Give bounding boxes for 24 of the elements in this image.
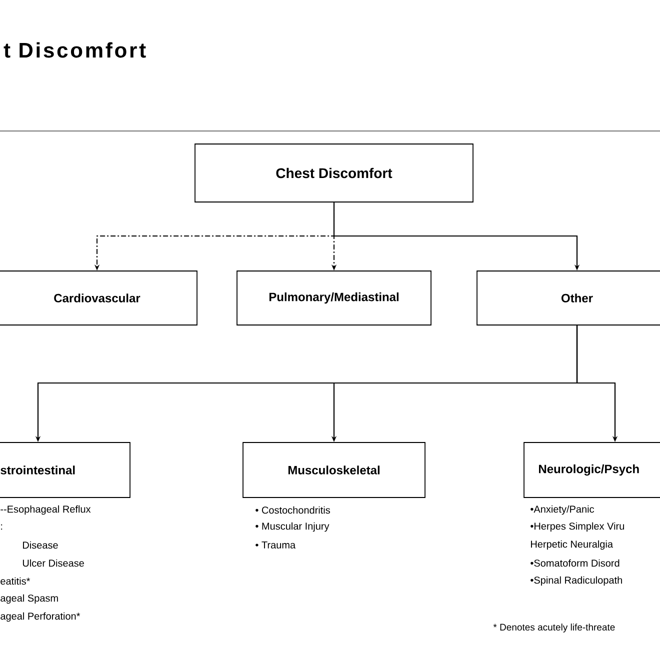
- category-box: Neurologic/Psych: [524, 442, 660, 498]
- list-item: --Esophageal Reflux: [0, 505, 91, 515]
- list-item: Herpetic Neuralgia: [531, 540, 613, 550]
- list-item: • Trauma: [256, 542, 296, 548]
- list-item: Ulcer Disease: [22, 559, 84, 567]
- category-box: strointestinal: [0, 442, 130, 498]
- list-item: •Spinal Radiculopath: [530, 576, 622, 586]
- list-item: •Somatoform Disord: [530, 559, 620, 567]
- list-item: eatitis*: [0, 577, 30, 585]
- list-item: •Herpes Simplex Viru: [530, 522, 624, 532]
- category-box: Pulmonary/Mediastinal: [236, 270, 432, 326]
- title: t Discomfort: [4, 42, 146, 58]
- list-item: ageal Spasm: [0, 594, 58, 604]
- category-box: Cardiovascular: [0, 270, 198, 326]
- category-box: Chest Discomfort: [194, 144, 474, 202]
- list-item: Disease: [23, 541, 58, 549]
- list-item: • Muscular Injury: [256, 522, 330, 532]
- list-item: :: [1, 524, 2, 530]
- list-item: ageal Perforation*: [0, 612, 80, 622]
- footnote: * Denotes acutely life-threate: [493, 624, 615, 632]
- list-item: •Anxiety/Panic: [530, 505, 594, 515]
- list-item: • Costochondritis: [256, 506, 330, 514]
- category-box: Musculoskeletal: [242, 442, 426, 498]
- category-box: Other: [476, 270, 660, 326]
